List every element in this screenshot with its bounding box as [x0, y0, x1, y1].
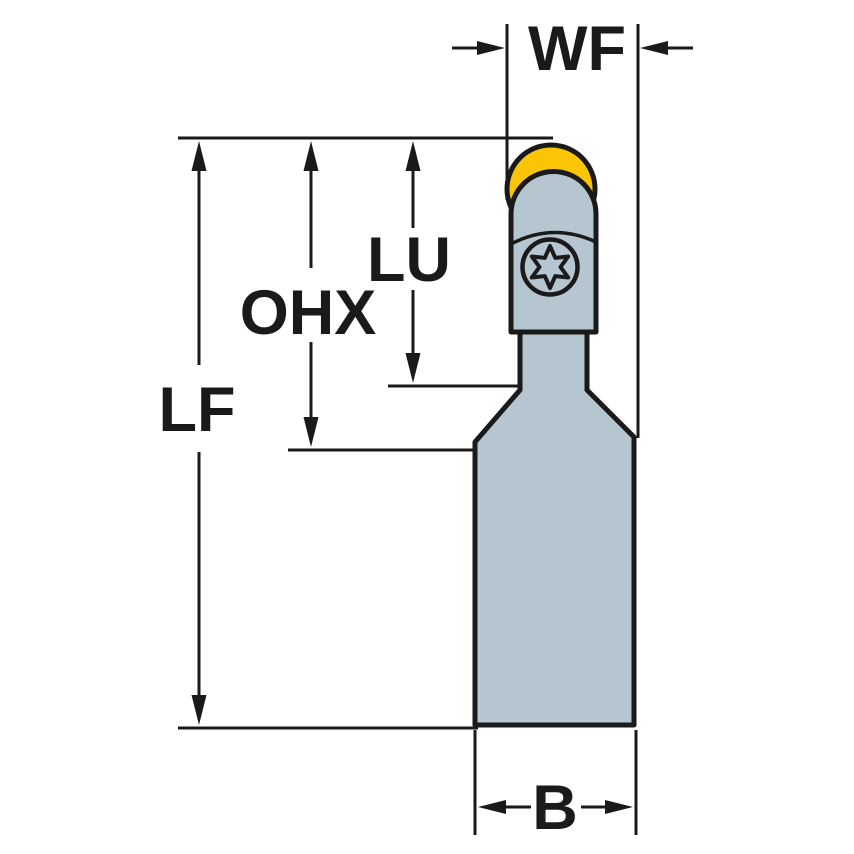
dimension-ohx: OHX	[240, 141, 476, 452]
insert-seat-arc	[510, 230, 597, 246]
ohx-label: OHX	[240, 278, 377, 348]
torx-screw-icon	[520, 237, 580, 297]
torx-star-socket	[529, 244, 571, 290]
lu-label: LU	[367, 225, 451, 295]
lu-down-arrowhead	[405, 353, 421, 383]
b-left-arrowhead	[478, 800, 506, 814]
dimension-wf: WF	[452, 14, 693, 438]
b-right-arrowhead	[605, 800, 633, 814]
dimension-lu: LU	[367, 141, 519, 388]
dimension-lf: LF	[159, 141, 236, 725]
lu-up-arrowhead	[405, 141, 421, 171]
lf-down-arrowhead	[191, 695, 207, 725]
ohx-up-arrowhead	[303, 141, 319, 171]
ohx-down-arrowhead	[303, 417, 319, 447]
wf-label: WF	[528, 14, 626, 84]
lf-label: LF	[159, 375, 236, 445]
wf-left-arrowhead	[477, 41, 505, 55]
b-label: B	[532, 773, 578, 843]
tool-shank-body	[472, 329, 637, 728]
lf-up-arrowhead	[191, 141, 207, 171]
dimension-b: B	[473, 730, 638, 843]
wf-right-arrowhead	[640, 41, 668, 55]
